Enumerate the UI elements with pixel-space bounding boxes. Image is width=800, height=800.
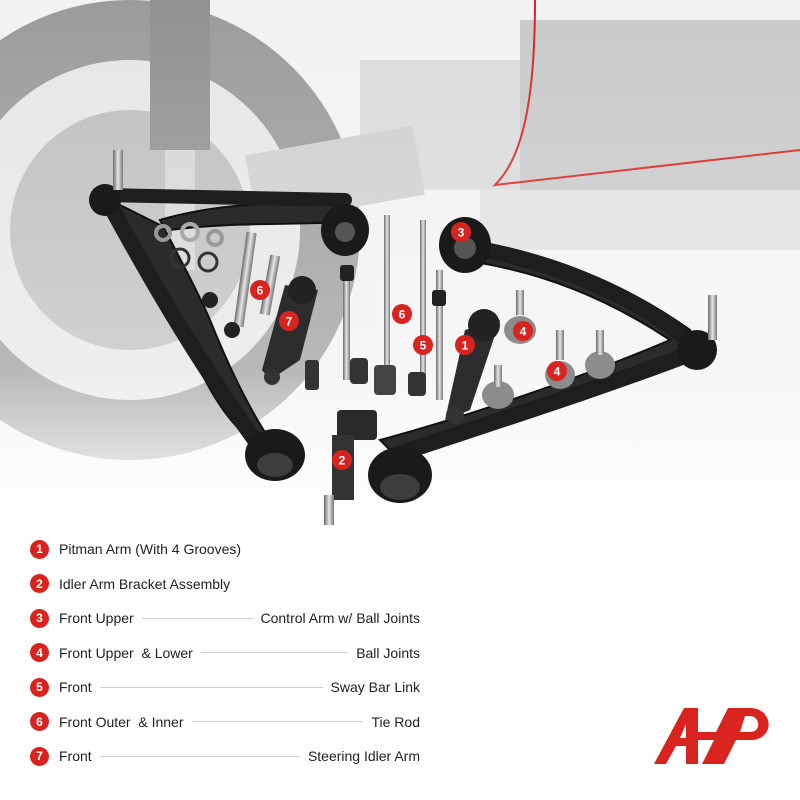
legend-label: Front Upper & Lower [59,644,193,661]
callout-number: 2 [339,454,346,468]
legend-number-badge: 1 [30,539,49,559]
legend-number-badge: 2 [30,574,49,594]
sway-bar-links [305,215,446,400]
callout-number: 5 [420,339,427,353]
leader-line [99,686,323,688]
callout-badge: 7 [279,311,299,331]
legend-number-badge: 3 [30,608,49,628]
legend-number-badge: 6 [30,712,49,732]
legend-description: Tie Rod [371,713,420,730]
a-premium-logo-icon [654,708,769,764]
legend-row-2: 2 Idler Arm Bracket Assembly [30,567,420,602]
legend-description: Sway Bar Link [330,679,420,696]
callout-number: 3 [458,226,465,240]
parts-legend: 1 Pitman Arm (With 4 Grooves) 2 Idler Ar… [30,532,420,774]
legend-number-badge: 7 [30,746,49,766]
leader-line [200,652,349,654]
legend-description: Control Arm w/ Ball Joints [260,610,421,627]
legend-label: Pitman Arm (With 4 Grooves) [59,541,242,558]
idler-arm [262,276,318,385]
legend-row-4: 4 Front Upper & Lower Ball Joints [30,636,420,671]
callout-number: 1 [462,339,469,353]
callout-badge: 4 [547,361,567,381]
callout-badge: 6 [250,280,270,300]
callout-number: 7 [286,315,293,329]
legend-description: Steering Idler Arm [307,748,420,765]
legend-label: Front [59,748,92,765]
pitman-arm [445,309,500,424]
callout-number: 4 [520,325,527,339]
leader-line [141,617,253,619]
tie-rods [202,231,281,338]
legend-label: Front [59,679,92,696]
callout-number: 4 [554,365,561,379]
callout-badge: 1 [455,335,475,355]
legend-number-badge: 5 [30,677,49,697]
callout-badge: 2 [332,450,352,470]
legend-description: Ball Joints [356,644,420,661]
callout-badge: 3 [451,222,471,242]
legend-row-3: 3 Front Upper Control Arm w/ Ball Joints [30,601,420,636]
callout-number: 6 [399,308,406,322]
callout-number: 6 [257,284,264,298]
legend-row-5: 5 Front Sway Bar Link [30,670,420,705]
hardware-washers [154,222,224,273]
legend-row-7: 7 Front Steering Idler Arm [30,739,420,774]
callout-badge: 5 [413,335,433,355]
legend-label: Front Outer & Inner [59,713,184,730]
legend-number-badge: 4 [30,643,49,663]
leader-line [99,755,300,757]
callout-badge: 6 [392,304,412,324]
legend-row-6: 6 Front Outer & Inner Tie Rod [30,705,420,740]
legend-label: Idler Arm Bracket Assembly [59,575,231,592]
left-upper-control-arm [89,150,369,481]
callout-badges: 1 2 3 4 4 5 6 6 7 [250,222,567,470]
product-photo: 1 2 3 4 4 5 6 6 7 [0,0,800,530]
legend-label: Front Upper [59,610,134,627]
right-upper-control-arm [368,217,717,503]
callout-badge: 4 [513,321,533,341]
legend-row-1: 1 Pitman Arm (With 4 Grooves) [30,532,420,567]
leader-line [191,721,364,723]
